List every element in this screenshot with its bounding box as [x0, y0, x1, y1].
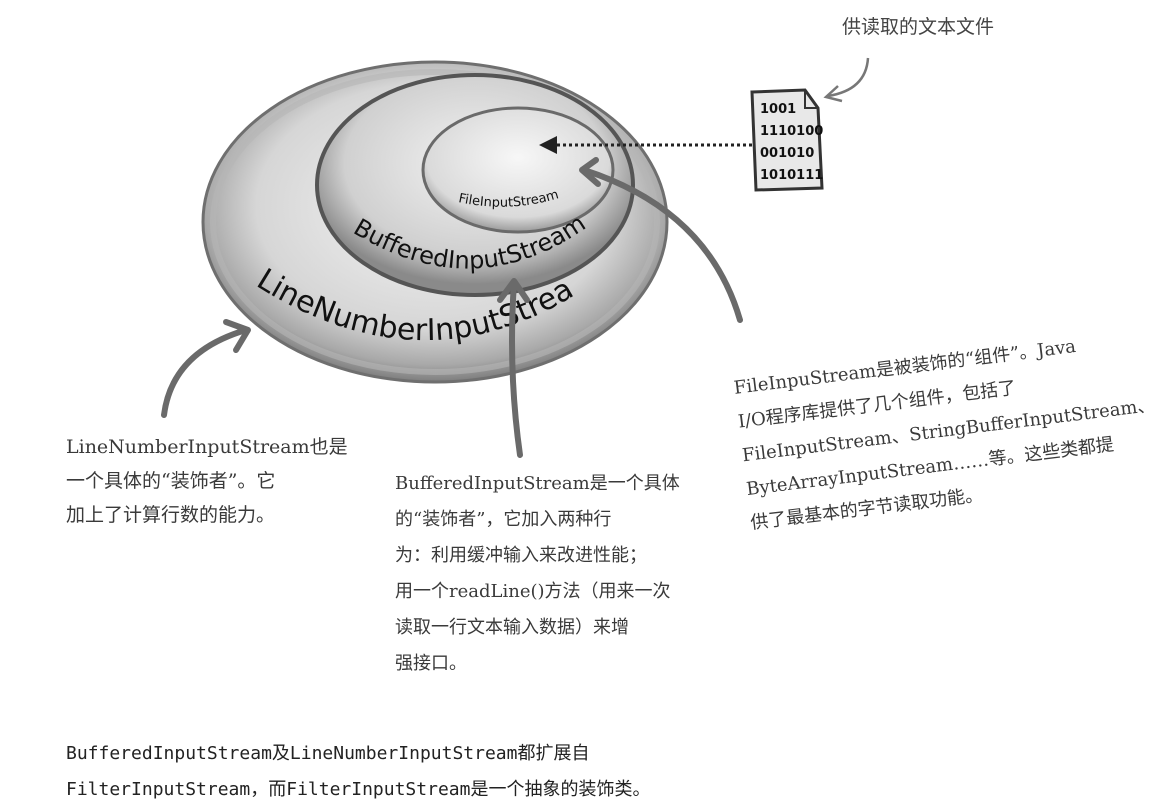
note-line: BufferedInputStream是一个具体 [395, 473, 680, 494]
note-line: 强接口。 [395, 653, 467, 674]
note-line: 为：利用缓冲输入来改进性能； [395, 545, 647, 566]
file-bits-line: 001010 [760, 146, 814, 161]
line-number-callout-arrow [161, 327, 249, 418]
note-line: LineNumberInputStream也是 [66, 436, 348, 458]
note-line: 用一个readLine()方法（用来一次 [395, 581, 671, 602]
note-line: 加上了计算行数的能力。 [66, 504, 276, 526]
line-number-callout-arrowhead [223, 319, 251, 353]
bottom-summary-note: BufferedInputStream及LineNumberInputStrea… [66, 736, 650, 808]
note-line: BufferedInputStream及LineNumberInputStrea… [66, 743, 590, 764]
note-line: 的“装饰者”，它加入两种行 [395, 509, 612, 530]
file-input-callout-arrowhead [579, 157, 601, 187]
text-file-icon: 1001 1110100 001010 1010111 [750, 88, 824, 192]
file-caption: 供读取的文本文件 [842, 16, 995, 38]
inner-layer-ellipse [421, 106, 615, 234]
outer-layer-shadow [210, 69, 660, 375]
file-input-callout-arrow [581, 167, 743, 323]
note-line: 读取一行文本输入数据）来增 [395, 617, 629, 638]
note-line: 一个具体的“装饰者”。它 [66, 470, 276, 492]
file-bits-line: 1001 [760, 102, 796, 117]
note-line: FilterInputStream，而FilterInputStream是一个抽… [66, 779, 651, 800]
buffered-callout-arrow [509, 280, 523, 458]
file-caption-arrow [827, 57, 870, 98]
buffered-callout-arrowhead [497, 278, 530, 303]
file-caption-arrowhead [823, 85, 843, 103]
buffered-note: BufferedInputStream是一个具体 的“装饰者”，它加入两种行 为… [395, 466, 680, 682]
line-number-note: LineNumberInputStream也是 一个具体的“装饰者”。它 加上了… [66, 430, 348, 532]
file-bits-line: 1110100 [760, 124, 823, 139]
file-bits-line: 1010111 [760, 168, 823, 183]
